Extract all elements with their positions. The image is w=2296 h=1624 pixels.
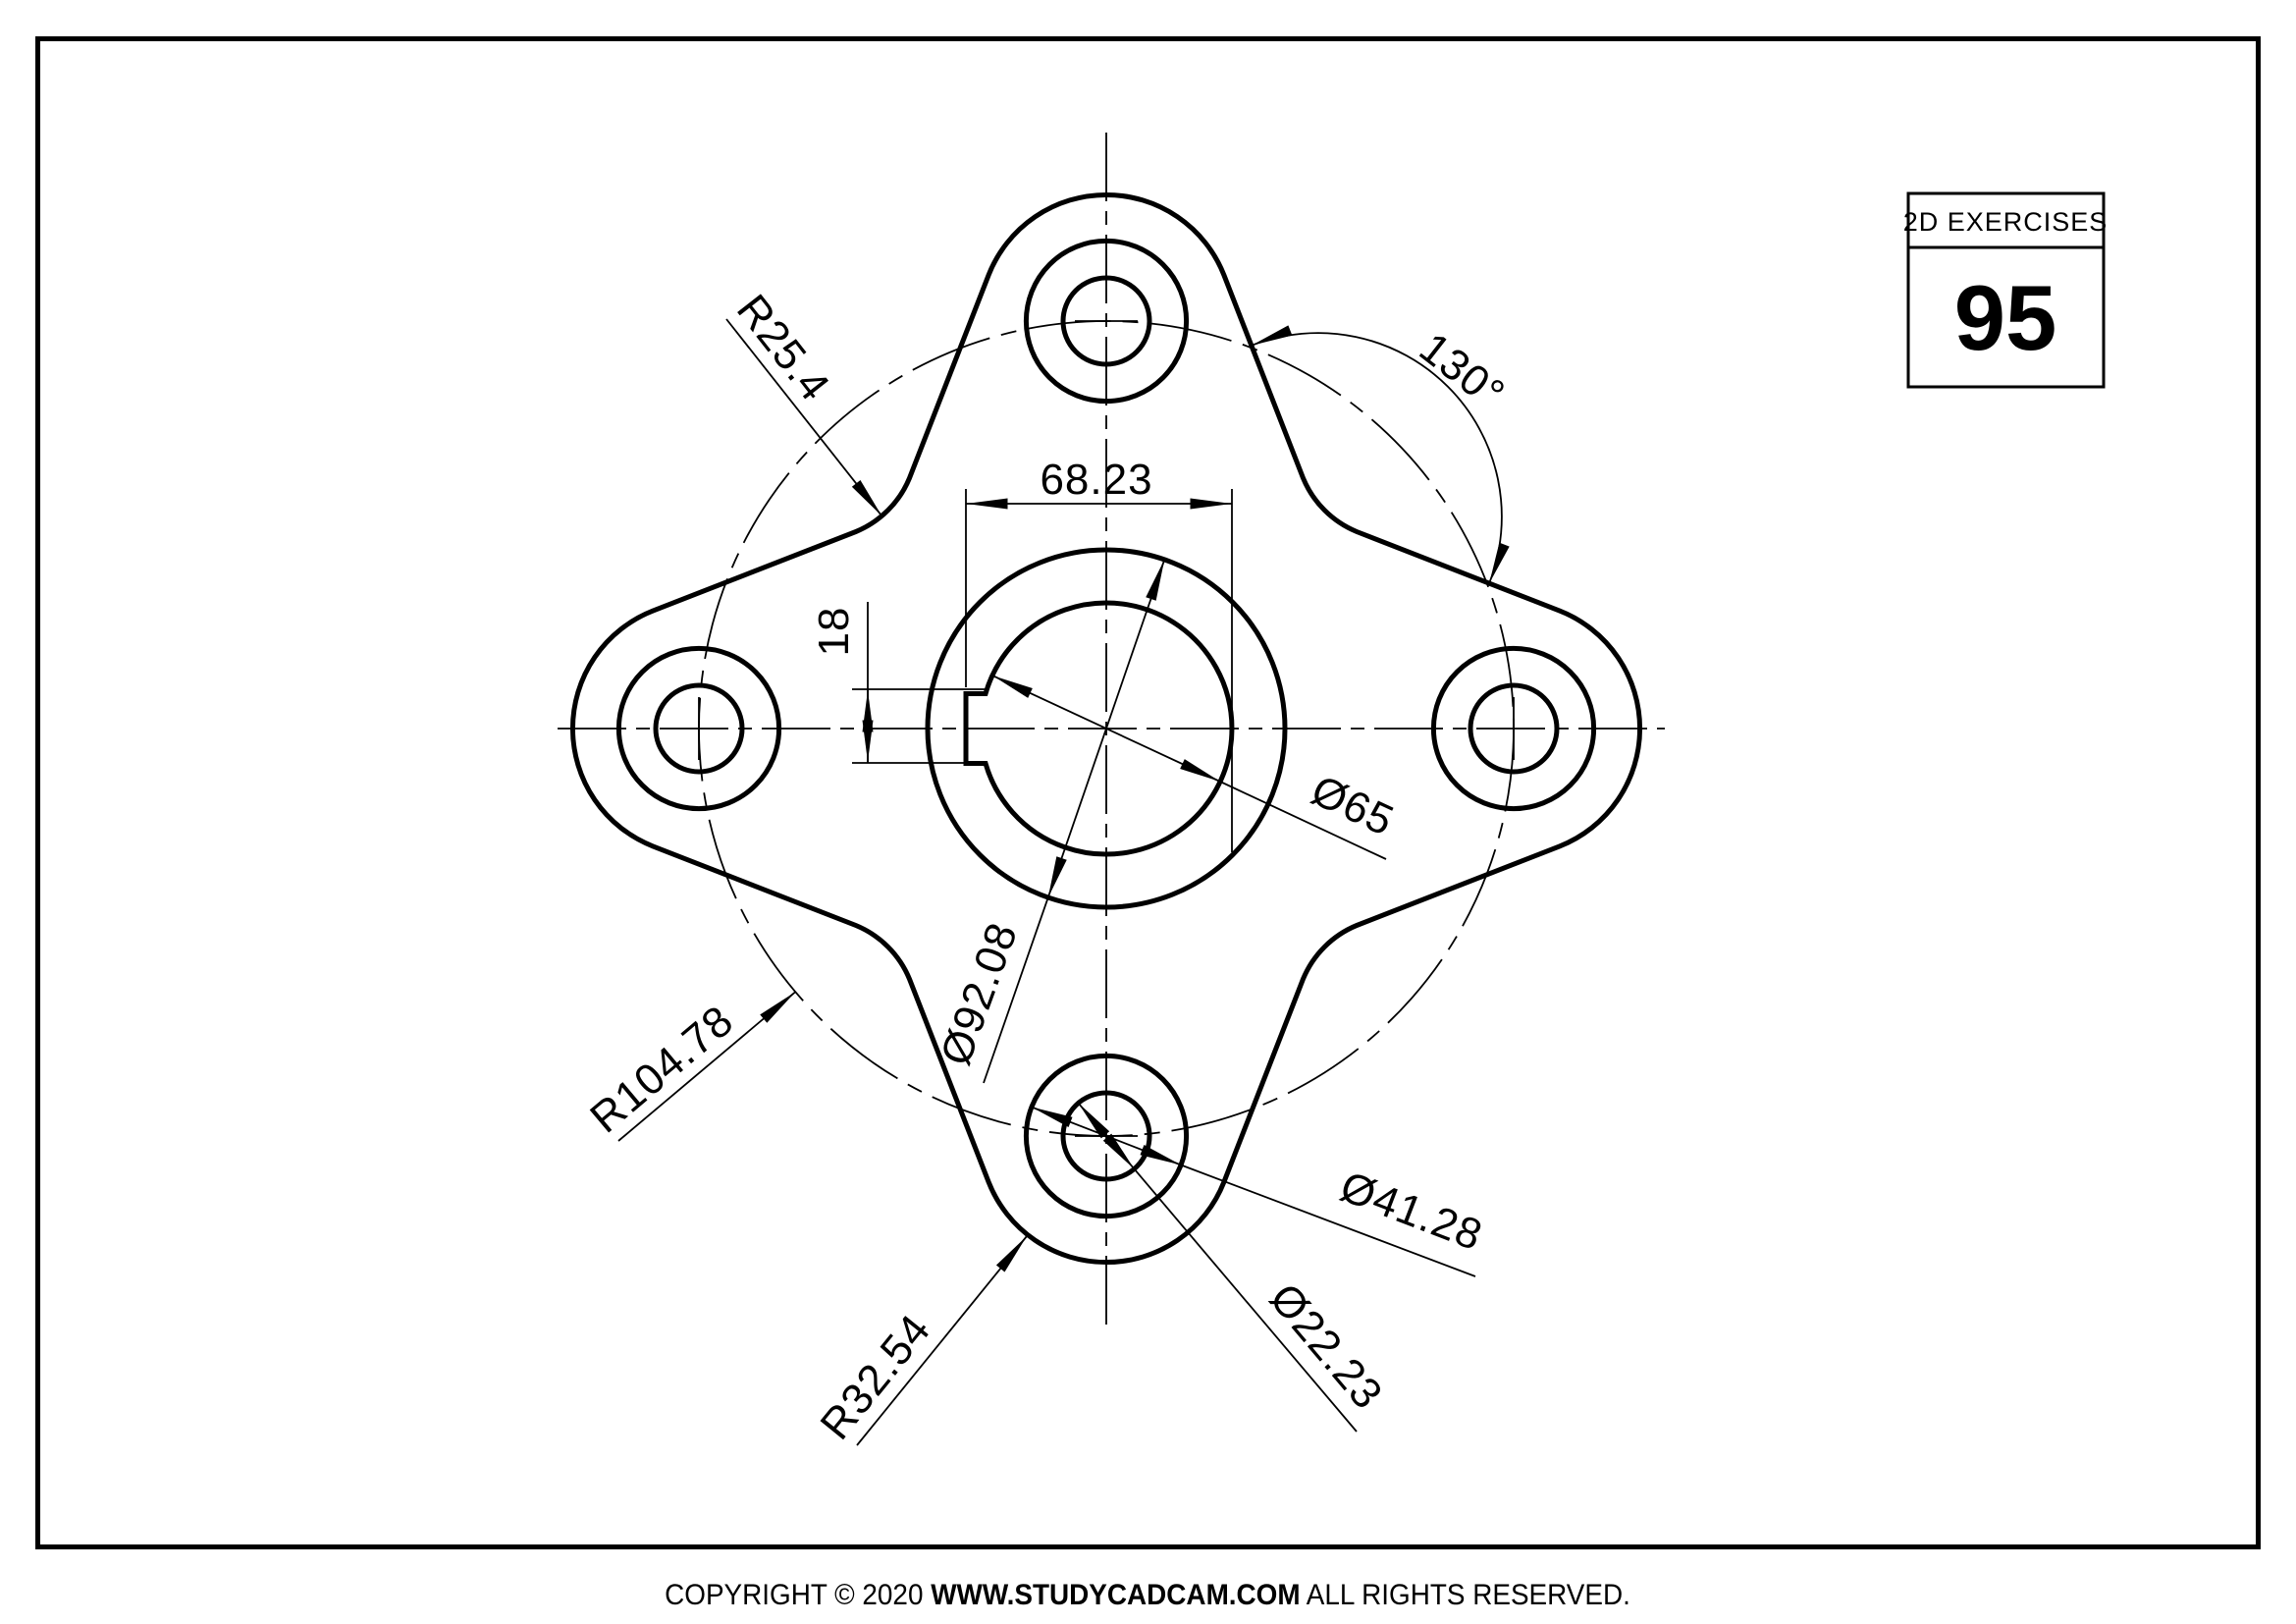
title-block-header: 2D EXERCISES bbox=[1903, 207, 2109, 237]
dim-text-68-23: 68.23 bbox=[1040, 456, 1152, 504]
dim-130: 130° bbox=[1251, 323, 1514, 584]
dim-text-41-28: Ø41.28 bbox=[1334, 1163, 1489, 1261]
right-bolt-hole bbox=[1468, 682, 1560, 775]
leader-line bbox=[856, 1235, 1028, 1446]
dim-text-18: 18 bbox=[810, 607, 858, 657]
title-block-box bbox=[1906, 191, 2106, 389]
dimension-line bbox=[1046, 559, 1166, 898]
dim-text-r104-78: R104.78 bbox=[581, 997, 742, 1143]
part-geometry bbox=[570, 192, 1642, 1265]
leader-line bbox=[725, 318, 883, 517]
dim-18: 18 bbox=[810, 602, 988, 764]
copyright-suffix: ALL RIGHTS RESERVED. bbox=[1301, 1579, 1630, 1611]
dimension-line-extension bbox=[1219, 781, 1387, 860]
dim-41-28: Ø41.28 bbox=[1031, 1106, 1489, 1277]
dim-text-r32-54: R32.54 bbox=[811, 1306, 939, 1449]
dim-r32-54: R32.54 bbox=[811, 1235, 1028, 1449]
leader-line bbox=[617, 991, 796, 1142]
dimension-line-extension bbox=[983, 896, 1049, 1084]
dim-text-130: 130° bbox=[1411, 323, 1514, 418]
top-bolt-hole bbox=[1060, 275, 1152, 367]
copyright-prefix: COPYRIGHT © 2020 bbox=[665, 1579, 931, 1611]
dim-r25-4: R25.4 bbox=[725, 286, 883, 517]
bottom-counterbore bbox=[1023, 1053, 1190, 1219]
left-bolt-hole bbox=[653, 682, 745, 775]
top-counterbore bbox=[1023, 238, 1190, 405]
dim-r104-78: R104.78 bbox=[581, 991, 796, 1143]
left-counterbore bbox=[615, 645, 782, 812]
exercise-number: 95 bbox=[1954, 266, 2057, 369]
right-counterbore bbox=[1430, 645, 1597, 812]
dim-68-23: 68.23 bbox=[965, 456, 1233, 852]
copyright-line: COPYRIGHT © 2020 WWW.STUDYCADCAM.COM ALL… bbox=[665, 1579, 1630, 1611]
boss-circle bbox=[925, 547, 1288, 910]
dim-text-65: Ø65 bbox=[1305, 766, 1402, 845]
dimension-line-extension bbox=[1180, 1164, 1476, 1277]
sheet-border bbox=[35, 36, 2261, 1549]
title-block: 2D EXERCISES 95 bbox=[1903, 191, 2109, 389]
dimension-line-extension bbox=[1133, 1168, 1358, 1433]
copyright-site: WWW.STUDYCADCAM.COM bbox=[931, 1579, 1300, 1611]
dim-text-92-08: Ø92.08 bbox=[932, 916, 1027, 1071]
angle-dimension-arc bbox=[1251, 325, 1510, 584]
dimension-line bbox=[1077, 1102, 1136, 1170]
dim-text-22-23: Ø22.23 bbox=[1260, 1274, 1392, 1419]
dim-65: Ø65 bbox=[991, 675, 1402, 860]
